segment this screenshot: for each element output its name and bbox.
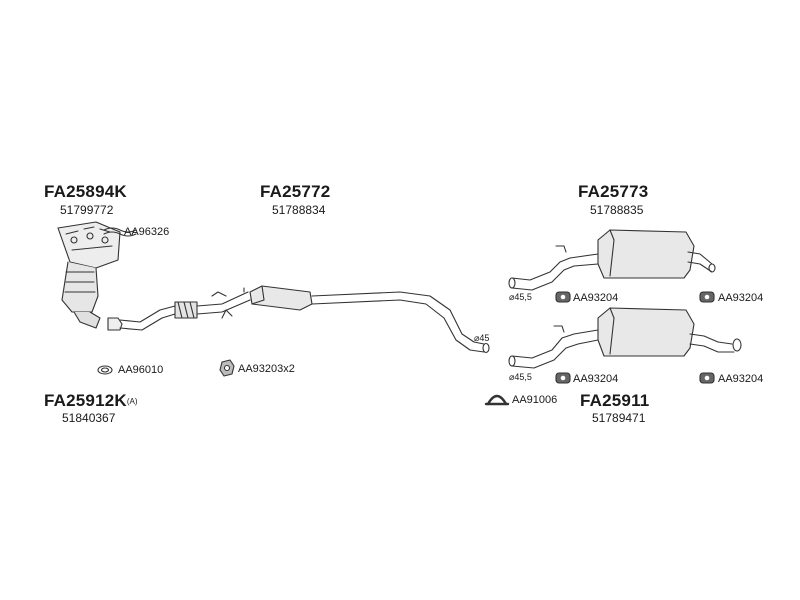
accessory-label-rubber-mount: AA93203x2 [238,363,295,375]
rear-silencer-top-part [508,229,716,291]
variant-suffix: (A) [126,396,138,406]
accessory-label-hanger: AA93204 [718,292,764,304]
rubber-mount-part [219,359,235,377]
assembly-part-number: FA25911 [580,391,650,410]
oem-number: 51788834 [272,203,326,217]
center-silencer-part [249,285,490,354]
front-pipe-part [107,287,251,331]
accessory-label-manifold-gasket: AA96326 [124,226,170,238]
oem-number: 51789471 [592,411,646,425]
dimension-tail-diameter-top: ⌀45,5 [509,292,532,302]
oem-number: 51840367 [62,411,116,425]
accessory-label-clamp: AA91006 [512,394,558,406]
accessory-label-hanger: AA93204 [573,373,619,385]
accessory-label-hanger: AA93204 [718,373,764,385]
assembly-part-number: FA25773 [578,182,649,201]
hanger-part-top-right [699,291,715,303]
assembly-part-number-group: FA25912K(A) [44,392,138,410]
accessory-label-ring-gasket: AA96010 [118,364,164,376]
hanger-part-bottom-right [699,372,715,384]
ring-gasket-part [97,365,113,375]
clamp-part [484,394,510,406]
manifold-gasket-part [103,227,137,237]
hanger-part-top-left [555,291,571,303]
hanger-part-bottom-left [555,372,571,384]
exhaust-manifold-catalyst [57,221,121,329]
oem-number: 51799772 [60,203,114,217]
dimension-pipe-diameter: ⌀45 [474,333,490,343]
accessory-label-hanger: AA93204 [573,292,619,304]
rear-silencer-bottom-part [508,307,742,369]
assembly-part-number: FA25894K [44,182,127,201]
oem-number: 51788835 [590,203,644,217]
assembly-part-number: FA25912K [44,391,127,410]
assembly-part-number: FA25772 [260,182,331,201]
dimension-tail-diameter-bottom: ⌀45,5 [509,372,532,382]
